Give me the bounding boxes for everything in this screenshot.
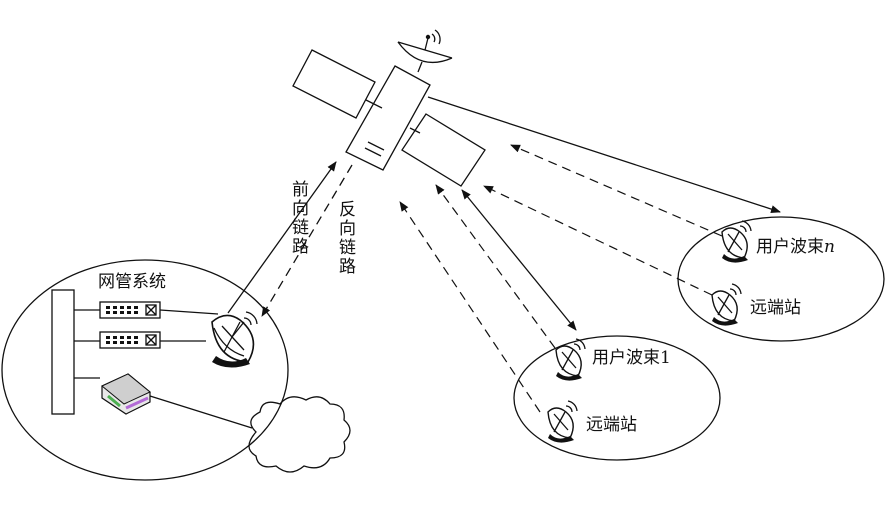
server-rack — [51, 289, 75, 415]
remote-station-dish-icon — [711, 283, 742, 326]
router-icon — [74, 373, 253, 429]
satellite-body — [345, 65, 431, 171]
switch-icon — [74, 331, 206, 349]
forward-link-label: 前向链路 — [288, 180, 309, 256]
remote-station-dish-icon — [547, 400, 578, 443]
ground-station-dish-icon — [211, 311, 258, 368]
user-terminal-dish-icon — [721, 220, 752, 263]
user-beam-n-region — [677, 216, 885, 342]
return-link-beam-1-remote — [399, 201, 541, 413]
forward-link-arrow — [227, 161, 337, 314]
remote-station-1-label: 远端站 — [586, 415, 637, 435]
satellite-dish-icon — [397, 29, 453, 73]
return-link-beam-n-user — [510, 144, 723, 237]
switch-icon — [74, 301, 219, 319]
user-beam-1-label: 用户波束1 — [592, 348, 671, 368]
return-link-beam-n-remote — [483, 185, 713, 296]
nms-label: 网管系统 — [98, 272, 166, 292]
user-beam-n-label: 用户波束n — [756, 237, 835, 257]
remote-station-2-label: 远端站 — [750, 298, 801, 318]
link-satellite-beam-n — [427, 96, 781, 214]
user-beam-1-region — [513, 335, 721, 461]
user-terminal-dish-icon — [555, 338, 586, 381]
cloud-icon — [248, 396, 351, 473]
reverse-link-label: 反向链路 — [335, 200, 356, 276]
solar-panel-right — [401, 113, 486, 187]
satellite — [292, 29, 486, 187]
return-link-beam-1-user — [435, 184, 556, 349]
solar-panel-left — [292, 49, 376, 119]
nms-region — [1, 259, 289, 481]
link-satellite-beam-1 — [461, 189, 577, 331]
